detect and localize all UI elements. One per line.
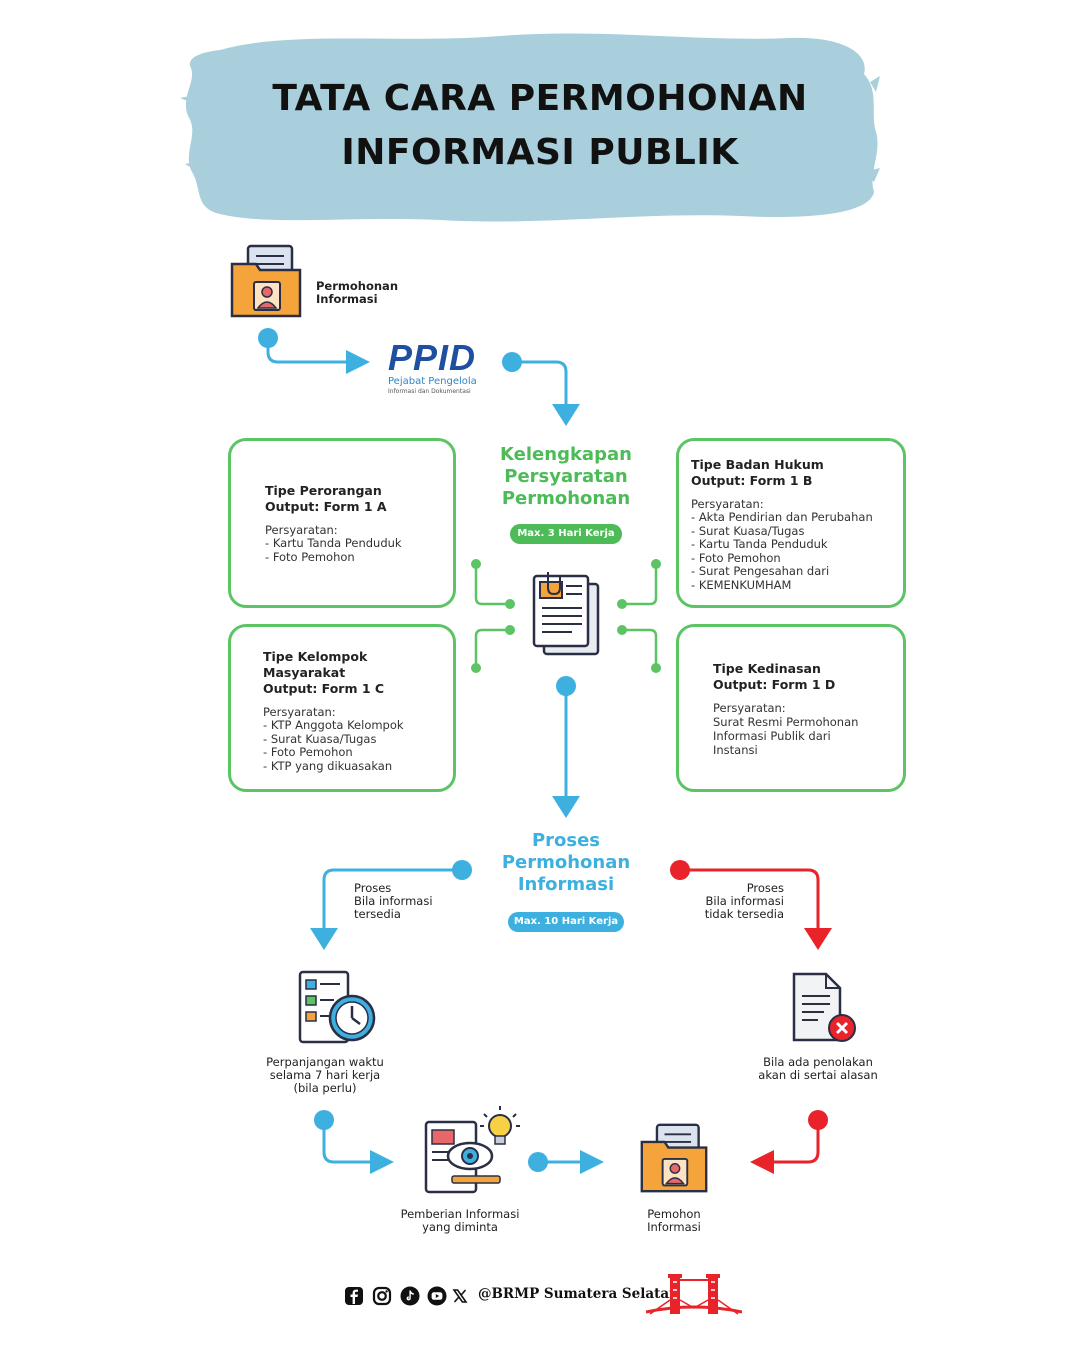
page-title-line-2: INFORMASI PUBLIK — [341, 132, 739, 173]
box-requirements-label: Persyaratan: — [691, 497, 764, 511]
box-type-kedinasan: Tipe Kedinasan Output: Form 1 D Persyara… — [676, 624, 906, 792]
box-title: Tipe Kelompok — [263, 649, 368, 664]
box-requirements-list: Akta Pendirian dan Perubahan Surat Kuasa… — [691, 510, 903, 593]
box-requirements-text: Surat Resmi Permohonan Informasi Publik … — [713, 715, 859, 757]
list-item: Kartu Tanda Penduduk — [691, 537, 903, 552]
box-requirements-label: Persyaratan: — [713, 701, 786, 715]
requirements-badge: Max. 3 Hari Kerja — [510, 524, 622, 544]
youtube-icon[interactable] — [427, 1286, 447, 1306]
applicant-end-label: Pemohon Informasi — [647, 1207, 701, 1234]
social-handle: @BRMP Sumatera Selatan — [478, 1286, 679, 1302]
title-banner — [180, 33, 880, 222]
box-type-badan-hukum: Tipe Badan Hukum Output: Form 1 B Persya… — [676, 438, 906, 608]
facebook-icon[interactable] — [344, 1286, 364, 1306]
instagram-icon[interactable] — [372, 1286, 392, 1306]
box-requirements-list: KTP Anggota Kelompok Surat Kuasa/Tugas F… — [263, 718, 453, 774]
ppid-logo: PPID Pejabat Pengelola Informasi dan Dok… — [388, 337, 477, 396]
box-type-kelompok: Tipe Kelompok Masyarakat Output: Form 1 … — [228, 624, 456, 792]
applicant-folder-icon — [230, 244, 302, 318]
box-output: Output: Form 1 A — [265, 499, 387, 514]
box-title: Tipe Badan Hukum — [691, 457, 824, 472]
box-type-perorangan: Tipe Perorangan Output: Form 1 A Persyar… — [228, 438, 456, 608]
list-item: KEMENKUMHAM — [691, 578, 903, 593]
information-delivery-icon — [424, 1106, 520, 1194]
box-requirements-label: Persyaratan: — [265, 523, 338, 537]
requirements-title: Kelengkapan Persyaratan Permohonan — [500, 444, 632, 509]
list-item: Foto Pemohon — [691, 551, 903, 566]
rejection-label: Bila ada penolakan akan di sertai alasan — [758, 1055, 878, 1082]
box-requirements-label: Persyaratan: — [263, 705, 336, 719]
list-item: KTP Anggota Kelompok — [263, 718, 453, 733]
box-title: Tipe Perorangan — [265, 483, 382, 498]
checklist-clock-icon — [298, 970, 376, 1044]
list-item: Surat Kuasa/Tugas — [263, 732, 453, 747]
tiktok-icon[interactable] — [400, 1286, 420, 1306]
arrow-applicant-to-ppid — [266, 338, 346, 364]
extension-label: Perpanjangan waktu selama 7 hari kerja (… — [266, 1055, 384, 1095]
list-item: Akta Pendirian dan Perubahan — [691, 510, 903, 525]
box-title: Tipe Kedinasan — [713, 661, 821, 676]
applicant-label: Permohonan Informasi — [316, 279, 399, 306]
box-output: Output: Form 1 B — [691, 473, 813, 488]
page-title-line-1: TATA CARA PERMOHONAN — [272, 78, 808, 119]
x-icon[interactable] — [452, 1286, 468, 1306]
branch-unavailable-label: Proses Bila informasi tidak tersedia — [704, 881, 784, 921]
list-item: Surat Kuasa/Tugas — [691, 524, 903, 539]
list-item: Foto Pemohon — [263, 745, 453, 760]
applicant-end-folder-icon — [640, 1123, 708, 1193]
list-item: Foto Pemohon — [265, 550, 453, 565]
document-stack-icon — [532, 572, 600, 656]
process-badge: Max. 10 Hari Kerja — [508, 912, 624, 932]
box-title-2: Masyarakat — [263, 665, 346, 680]
box-output: Output: Form 1 C — [263, 681, 385, 696]
box-output: Output: Form 1 D — [713, 677, 836, 692]
list-item: Kartu Tanda Penduduk — [265, 536, 453, 551]
rejected-document-icon — [792, 972, 856, 1042]
box-requirements-list: Kartu Tanda Penduduk Foto Pemohon — [265, 536, 453, 565]
branch-available-label: Proses Bila informasi tersedia — [354, 881, 433, 921]
ampera-bridge-icon — [646, 1274, 742, 1315]
delivery-label: Pemberian Informasi yang diminta — [400, 1207, 520, 1234]
list-item: KTP yang dikuasakan — [263, 759, 453, 774]
list-item: Surat Pengesahan dari — [691, 564, 903, 579]
process-title: Proses Permohonan Informasi — [501, 830, 631, 895]
